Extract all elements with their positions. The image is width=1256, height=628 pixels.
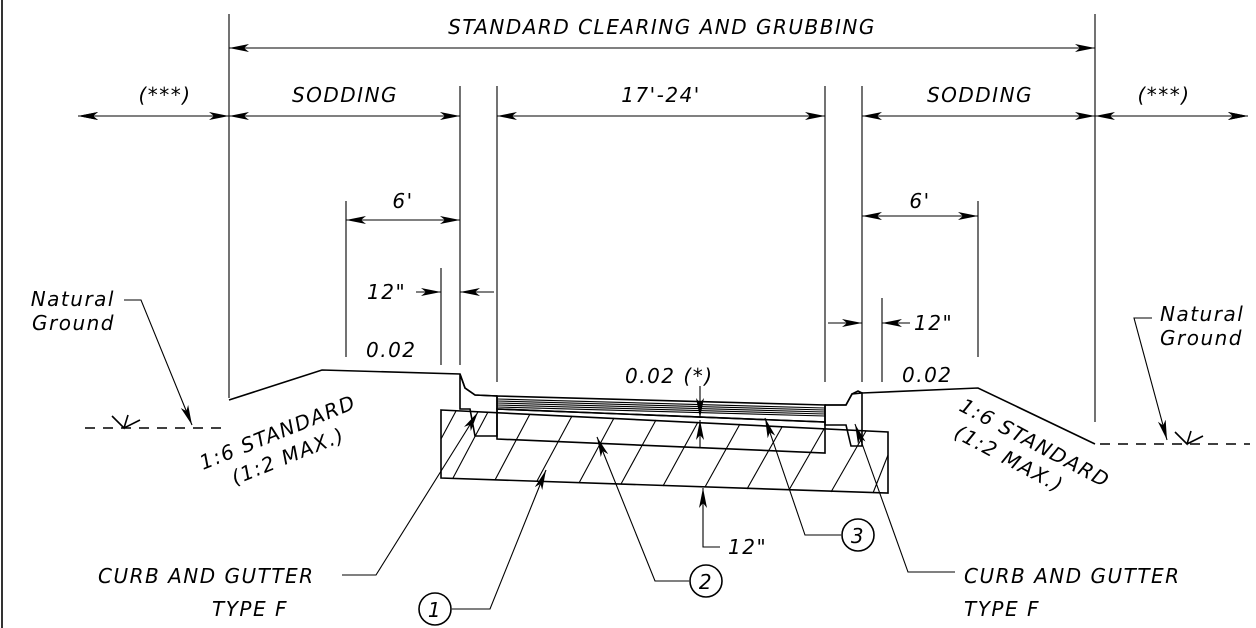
curb-right-label-2: TYPE F: [964, 597, 1040, 621]
curb-left-leader: [342, 411, 479, 576]
clearing-label: STANDARD CLEARING AND GRUBBING: [448, 15, 876, 39]
curb-right-label-1: CURB AND GUTTER: [964, 564, 1181, 588]
callout-1: 1: [418, 469, 547, 626]
natural-ground-right-label-1: Natural: [1160, 302, 1244, 326]
callout-2: 2: [596, 436, 723, 598]
natural-ground-right-leader: [1133, 317, 1168, 441]
outer-left-label: (***): [138, 83, 191, 107]
gap-right-label: 12": [914, 311, 953, 335]
grass-symbol-right: [1174, 430, 1204, 446]
offset-right-label: 6': [909, 189, 930, 213]
curb-right: [824, 392, 863, 447]
curb-left-label-1: CURB AND GUTTER: [98, 564, 315, 588]
outer-right-label: (***): [1137, 83, 1190, 107]
gap-left-label: 12": [367, 280, 406, 304]
slope-right-shoulder: 0.02: [902, 363, 953, 387]
side-slope-left: 1:6 STANDARD (1:2 MAX.): [196, 390, 360, 490]
base-thickness-dimension: [699, 488, 720, 548]
natural-ground-left-label-1: Natural: [31, 287, 115, 311]
ground-profile: [228, 369, 498, 401]
svg-text:1: 1: [428, 598, 442, 622]
curb-right-leader: [854, 423, 955, 573]
natural-ground-left-leader: [124, 299, 193, 426]
natural-ground-left-label-2: Ground: [32, 311, 115, 335]
slope-pavement: 0.02 (*): [625, 364, 714, 388]
svg-text:2: 2: [699, 570, 713, 594]
callout-3: 3: [764, 417, 875, 552]
asphalt-layer: [496, 395, 826, 423]
grass-symbol-left: [111, 414, 141, 430]
sodding-right-label: SODDING: [927, 83, 1033, 107]
sodding-left-label: SODDING: [292, 83, 398, 107]
natural-ground-right-label-2: Ground: [1160, 326, 1243, 350]
extension-lines: [228, 14, 1096, 422]
roadway-width-label: 17'-24': [621, 83, 701, 107]
svg-text:3: 3: [851, 524, 865, 548]
base-thickness-label: 12": [728, 535, 767, 559]
curb-left: [459, 373, 498, 437]
slope-left-shoulder: 0.02: [366, 338, 417, 362]
offset-left-label: 6': [392, 189, 413, 213]
curb-left-label-2: TYPE F: [212, 597, 288, 621]
